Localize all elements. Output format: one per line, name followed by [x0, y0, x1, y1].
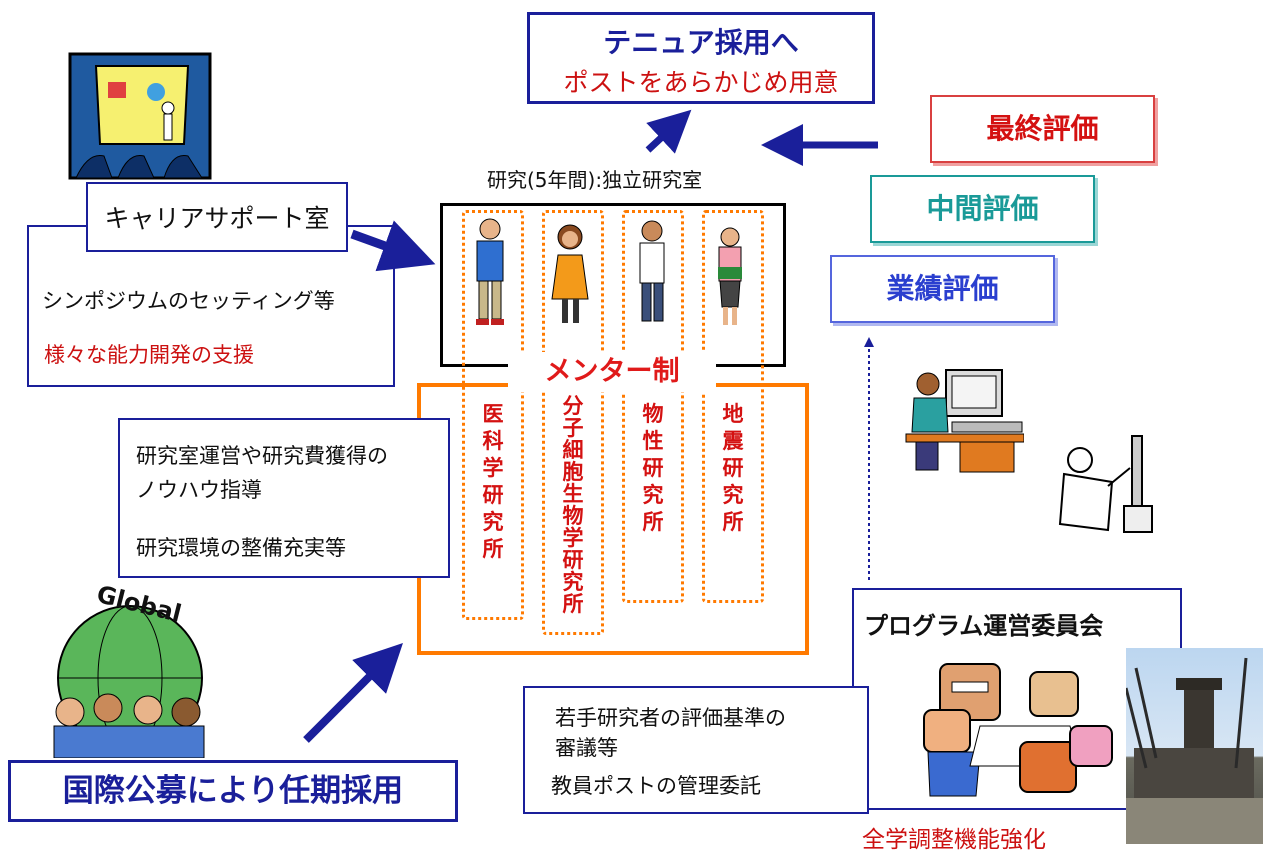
presentation-illustration — [68, 52, 212, 180]
evaluator-illustration — [902, 362, 1025, 474]
research-label: 研究(5年間):独立研究室 — [487, 168, 703, 192]
institute-label-1: 医 科 学 研 究 所 — [482, 402, 504, 561]
mentor-advice-line2: ノウハウ指導 — [136, 478, 262, 502]
mid-evaluation-box: 中間評価 — [870, 175, 1095, 243]
mentor-advice-box: 研究室運営や研究費獲得の ノウハウ指導 研究環境の整備充実等 — [118, 418, 450, 578]
tenure-title: テニュア採用へ — [603, 26, 799, 59]
committee-line1: 若手研究者の評価基準の — [555, 706, 786, 730]
career-support-line1: シンポジウムのセッティング等 — [42, 289, 335, 313]
mentor-label-box: メンター制 — [508, 352, 716, 392]
career-support-detail-box — [27, 225, 395, 387]
mentor-label: メンター制 — [544, 356, 680, 387]
institute-column-2: 分 子 細 胞 生 物 学 研 究 所 — [542, 210, 604, 635]
tenure-subtitle: ポストをあらかじめ用意 — [563, 68, 839, 97]
mentor-advice-line1: 研究室運営や研究費獲得の — [136, 444, 388, 468]
performance-evaluation-box: 業績評価 — [830, 255, 1055, 323]
mid-evaluation-label: 中間評価 — [926, 192, 1039, 225]
scientist-illustration — [1050, 432, 1160, 538]
final-evaluation-box: 最終評価 — [930, 95, 1155, 163]
institute-label-3: 物 性 研 究 所 — [642, 402, 664, 534]
committee-footer: 全学調整機能強化 — [862, 827, 1046, 853]
campus-photo — [1126, 648, 1263, 844]
tenure-box: テニュア採用へ ポストをあらかじめ用意 — [527, 12, 875, 104]
career-support-line2: 様々な能力開発の支援 — [44, 343, 254, 367]
arrow-recruit-to-lab — [303, 643, 403, 743]
institute-column-4: 地 震 研 究 所 — [702, 210, 764, 603]
institute-label-4: 地 震 研 究 所 — [722, 402, 744, 534]
institute-label-2: 分 子 細 胞 生 物 学 研 究 所 — [562, 394, 584, 616]
career-support-title-box: キャリアサポート室 — [86, 182, 348, 252]
committee-title: プログラム運営委員会 — [864, 612, 1104, 640]
institute-column-3: 物 性 研 究 所 — [622, 210, 684, 603]
performance-evaluation-label: 業績評価 — [886, 272, 999, 305]
final-evaluation-label: 最終評価 — [986, 112, 1099, 145]
recruitment-box: 国際公募により任期採用 — [8, 760, 458, 822]
researchers-illustration — [462, 215, 762, 331]
institute-column-1: 医 科 学 研 究 所 — [462, 210, 524, 620]
arrow-up-to-tenure — [645, 109, 692, 154]
meeting-illustration — [920, 656, 1120, 800]
career-support-title: キャリアサポート室 — [104, 204, 330, 233]
global-globe-illustration — [30, 582, 230, 759]
committee-line2: 審議等 — [555, 736, 618, 760]
recruitment-title: 国際公募により任期採用 — [62, 773, 404, 809]
mentor-advice-line3: 研究環境の整備充実等 — [136, 536, 346, 560]
committee-detail-box: 若手研究者の評価基準の 審議等 教員ポストの管理委託 — [523, 686, 869, 814]
committee-line3: 教員ポストの管理委託 — [551, 774, 761, 798]
